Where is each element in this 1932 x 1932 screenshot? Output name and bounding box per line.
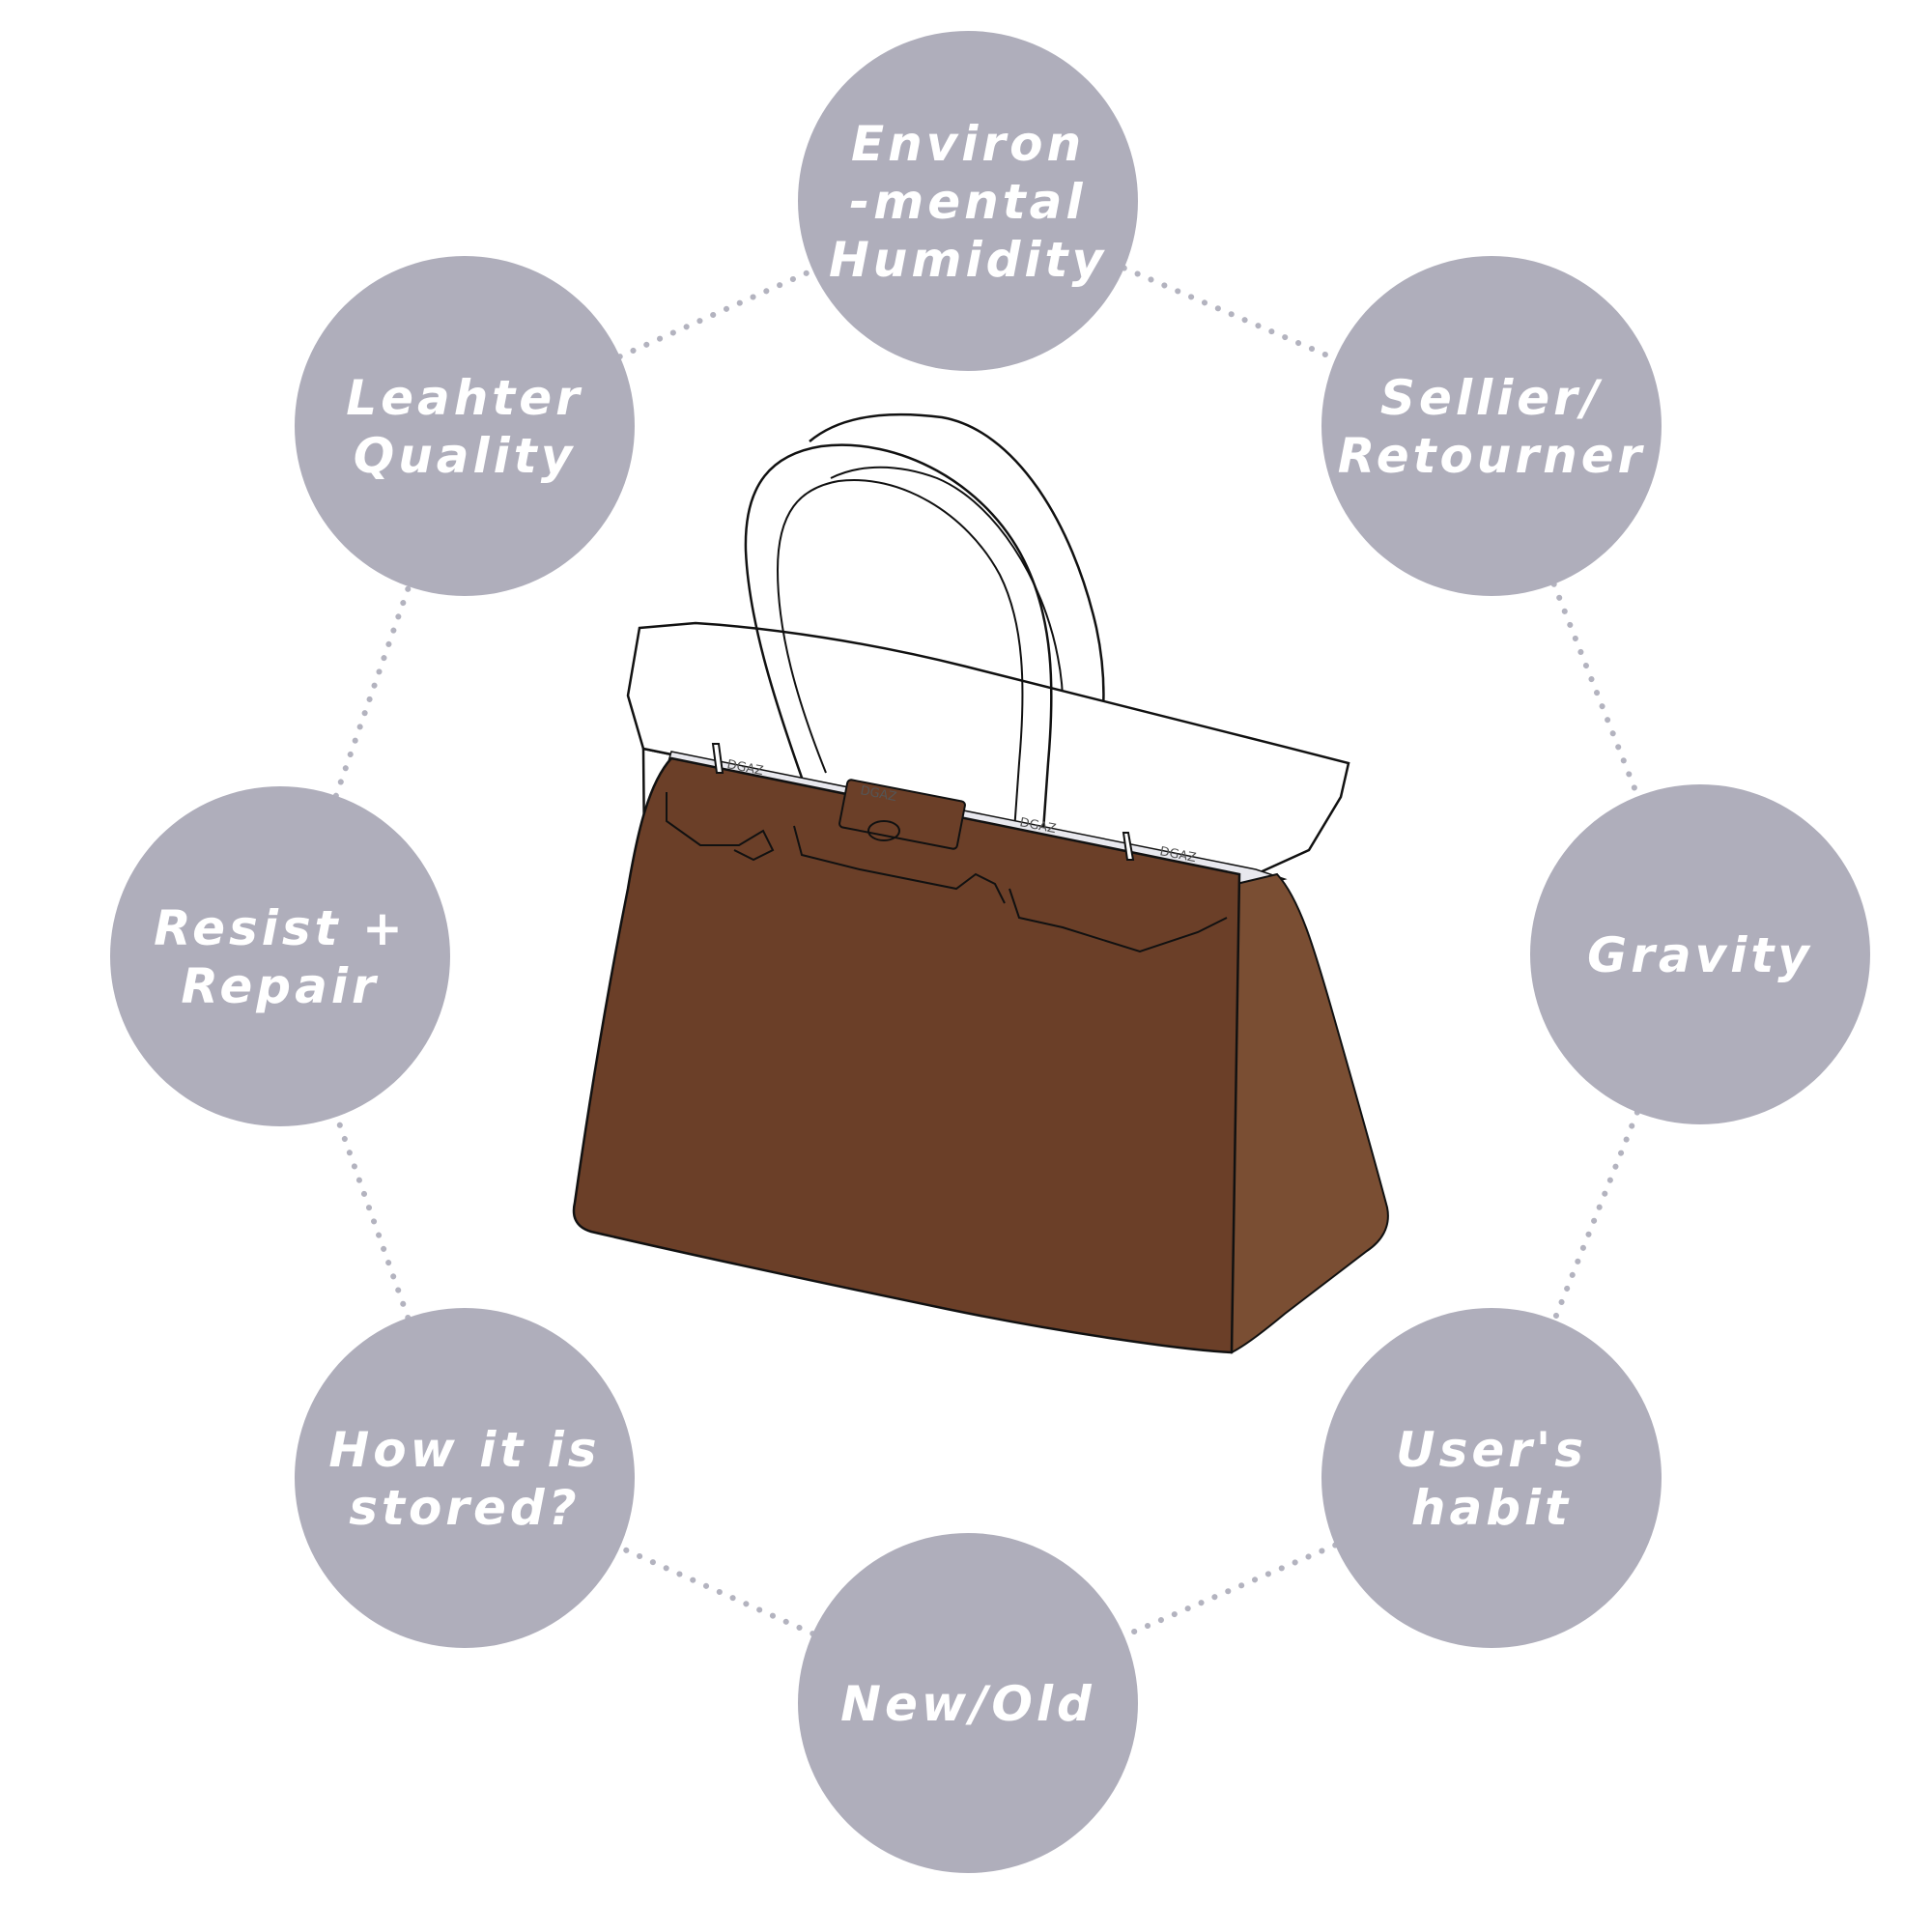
- bag-front-panel: [572, 756, 1241, 1354]
- factor-sellier: Sellier/Retourner: [1321, 256, 1662, 596]
- factor-label-humidity-line-1: Environ: [851, 116, 1085, 172]
- bag-lock-plate: [838, 779, 966, 850]
- bag-strap-center: [793, 825, 1006, 904]
- connector-gravity-habit: [1551, 1109, 1640, 1323]
- factor-label-newold-line-1: New/Old: [840, 1676, 1095, 1732]
- factor-label-repair-line-2: Repair: [181, 958, 379, 1014]
- factor-label-sellier-line-2: Retourner: [1338, 428, 1646, 484]
- factor-circle-repair: [110, 786, 450, 1126]
- factor-newold: New/Old: [798, 1533, 1138, 1873]
- bag-side-panel: [1230, 872, 1389, 1354]
- connector-leather-humidity: [616, 267, 816, 360]
- factor-label-habit-line-1: User's: [1396, 1422, 1587, 1478]
- connector-stored-repair: [333, 1113, 412, 1321]
- factor-circle-newold: [798, 1533, 1138, 1873]
- bag-tag-left: DGAZ: [725, 757, 764, 779]
- factor-label-leather-line-2: Quality: [354, 428, 577, 484]
- connector-newold-stored: [616, 1544, 816, 1637]
- bag-handle-tab-right: [1122, 832, 1135, 861]
- factor-label-sellier-line-1: Sellier/: [1380, 370, 1603, 426]
- bag-lock: [867, 820, 900, 841]
- factor-circle-stored: [295, 1308, 635, 1648]
- factor-label-leather-line-1: Leahter: [346, 370, 583, 426]
- connector-repair-leather: [332, 583, 412, 799]
- bag-tag-right: DGAZ: [1158, 844, 1197, 866]
- factor-circles: Environ-mentalHumiditySellier/RetournerG…: [110, 31, 1870, 1873]
- connector-humidity-sellier: [1121, 265, 1339, 362]
- bag-front-handle-inner: [776, 479, 1024, 832]
- bag-front-handle: [744, 443, 1053, 832]
- factor-circle-gravity: [1530, 784, 1870, 1124]
- factor-circle-humidity: [798, 31, 1138, 371]
- dotted-connectors: [332, 265, 1641, 1639]
- bag-strap-left: [666, 792, 775, 862]
- bag-flap: [626, 621, 1350, 876]
- factor-label-gravity-line-1: Gravity: [1587, 927, 1813, 983]
- factor-label-repair-line-1: Resist +: [154, 900, 407, 956]
- bag-strap-right: [1009, 888, 1228, 953]
- factor-repair: Resist +Repair: [110, 786, 450, 1126]
- connector-sellier-gravity: [1550, 581, 1641, 800]
- factor-circle-sellier: [1321, 256, 1662, 596]
- factor-label-stored-line-1: How it is: [328, 1422, 600, 1478]
- bag-handle-tab-left: [711, 743, 724, 774]
- connector-habit-newold: [1121, 1542, 1339, 1639]
- factor-label-humidity-line-3: Humidity: [829, 232, 1107, 288]
- handbag-illustration: DGAZ DGAZ DGAZ DGAZ: [572, 412, 1389, 1354]
- factor-circle-leather: [295, 256, 635, 596]
- factor-gravity: Gravity: [1530, 784, 1870, 1124]
- factor-label-stored-line-2: stored?: [349, 1480, 580, 1536]
- bag-tag-mid: DGAZ: [1018, 815, 1057, 837]
- bag-tag-center: DGAZ: [859, 783, 897, 805]
- factor-label-habit-line-2: habit: [1411, 1480, 1572, 1536]
- factor-label-humidity-line-2: -mental: [849, 174, 1086, 230]
- factor-circle-habit: [1321, 1308, 1662, 1648]
